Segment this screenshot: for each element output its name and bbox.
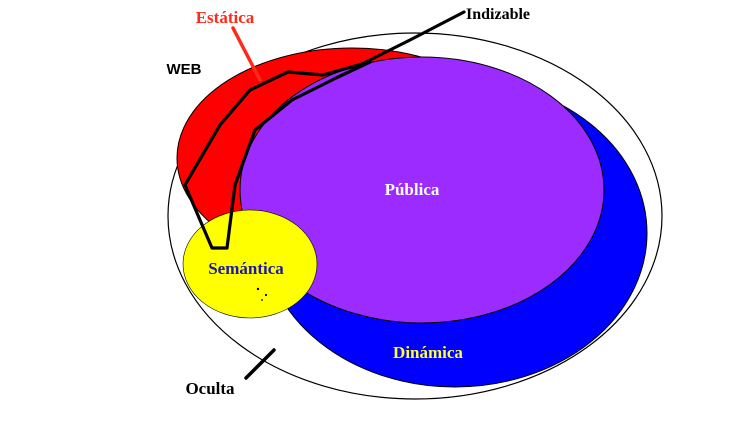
indizable-label: Indizable — [466, 6, 530, 23]
web-label: WEB — [167, 61, 202, 78]
indizable-boundary — [183, 10, 466, 250]
semantica-region — [182, 209, 318, 319]
estatica-pointer — [231, 26, 262, 82]
semantica-speck — [256, 287, 260, 291]
estatica-label: Estática — [196, 8, 255, 27]
oculta-label: Oculta — [185, 379, 235, 398]
semantica-speck — [261, 299, 263, 301]
dinamica-label: Dinámica — [393, 343, 463, 362]
semantica-speck — [264, 293, 268, 297]
oculta-pointer — [244, 348, 276, 380]
publica-label: Pública — [385, 180, 440, 199]
publica-region — [239, 56, 605, 324]
semantica-label: Semántica — [208, 259, 284, 278]
